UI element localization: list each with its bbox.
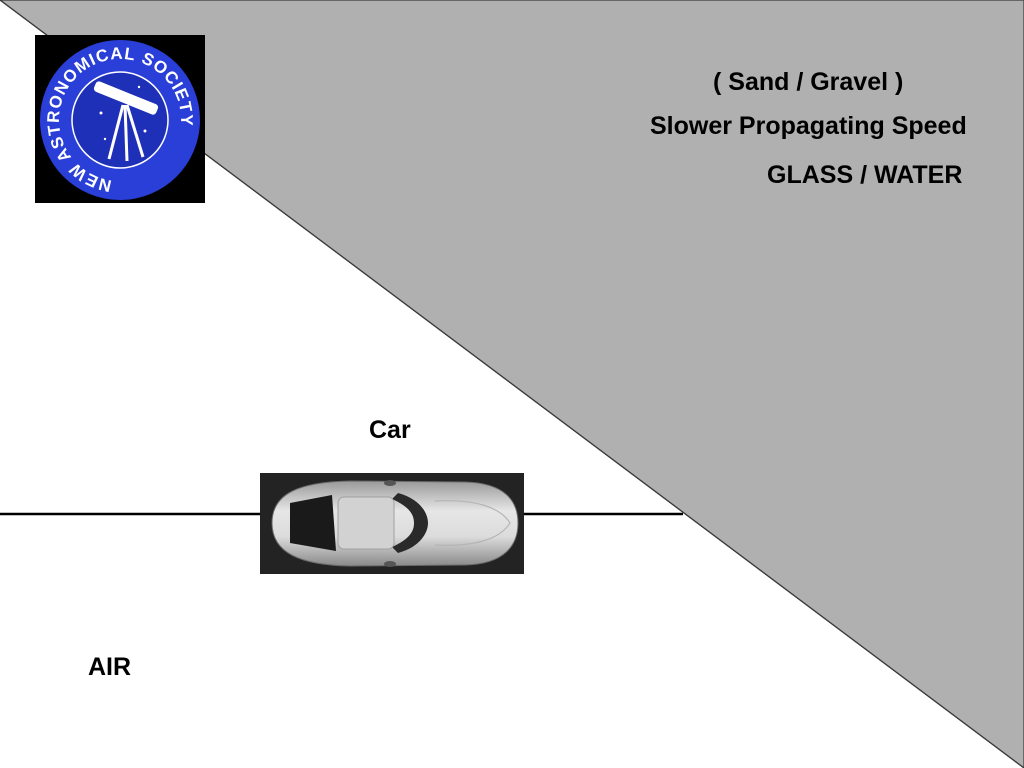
- windshield: [392, 493, 428, 553]
- car-label: Car: [369, 416, 411, 444]
- car-roof: [337, 496, 395, 550]
- car-image: [260, 473, 524, 574]
- glass-water-label: GLASS / WATER: [767, 161, 963, 189]
- car-top-view: [260, 473, 524, 574]
- telescope-icon: [93, 81, 159, 162]
- society-seal: NEW ASTRONOMICAL SOCIETY: [35, 35, 205, 203]
- rear-window: [290, 495, 336, 551]
- society-logo: NEW ASTRONOMICAL SOCIETY: [35, 35, 205, 203]
- sand-gravel-label: ( Sand / Gravel ): [713, 68, 904, 96]
- air-label: AIR: [88, 653, 132, 681]
- slower-speed-label: Slower Propagating Speed: [650, 112, 967, 140]
